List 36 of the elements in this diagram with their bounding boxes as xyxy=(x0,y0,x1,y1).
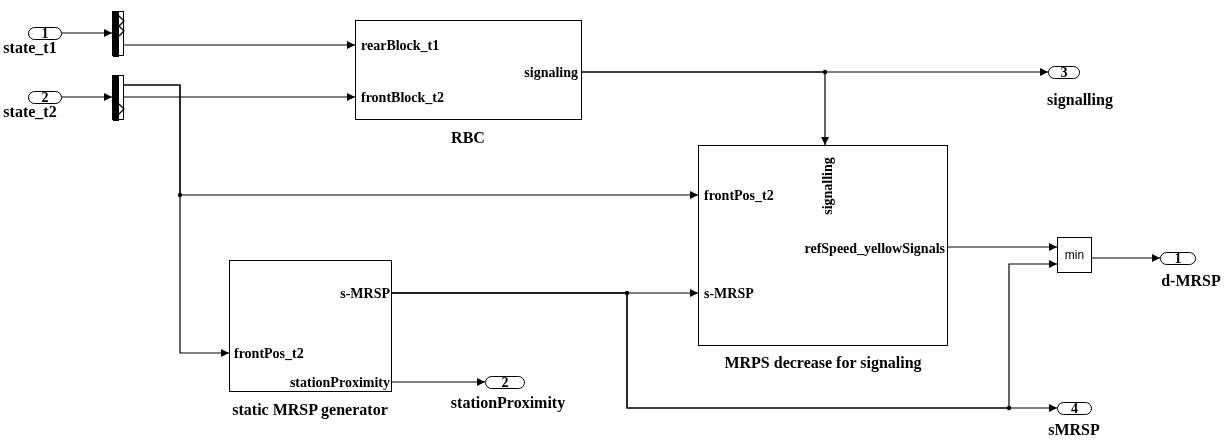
subsystem-block xyxy=(355,20,582,120)
port-name: d-MRSP xyxy=(1161,272,1221,290)
subsystem-block xyxy=(229,260,392,392)
demux-bar xyxy=(112,11,124,56)
port-name: state_t1 xyxy=(3,39,57,57)
block-name: static MRSP generator xyxy=(232,401,388,419)
port-name: signalling xyxy=(1047,91,1113,109)
signal-line xyxy=(391,292,1058,412)
block-name: MRPS decrease for signaling xyxy=(724,354,922,372)
signal-line xyxy=(123,84,230,357)
port-name: sMRSP xyxy=(1048,421,1100,439)
signal-line xyxy=(123,93,356,101)
signal-line xyxy=(391,378,486,386)
signal-line xyxy=(123,41,356,49)
port-name: state_t2 xyxy=(3,103,57,121)
min-block xyxy=(1057,237,1092,273)
block-label: min xyxy=(1064,248,1085,262)
demux-bar xyxy=(112,75,124,120)
signal-line xyxy=(1091,254,1161,262)
signal-line xyxy=(947,243,1058,251)
port-label: frontBlock_t2 xyxy=(361,90,444,106)
signal-line xyxy=(61,29,113,37)
signal-line xyxy=(61,93,113,101)
block-name: RBC xyxy=(451,129,485,147)
port-label: frontPos_t2 xyxy=(704,188,774,204)
signal-line xyxy=(581,71,829,146)
port-label: refSpeed_yellowSignals xyxy=(804,241,945,257)
port-label: s-MRSP xyxy=(340,286,390,302)
port-label: stationProximity xyxy=(289,375,390,391)
port-label: frontPos_t2 xyxy=(234,346,304,362)
port-name: stationProximity xyxy=(450,394,566,412)
port-label: signalling xyxy=(820,157,836,215)
port-label: signaling xyxy=(524,65,578,81)
port-label: rearBlock_t1 xyxy=(361,38,440,54)
subsystem-block xyxy=(698,145,948,346)
port-label: s-MRSP xyxy=(704,286,754,302)
